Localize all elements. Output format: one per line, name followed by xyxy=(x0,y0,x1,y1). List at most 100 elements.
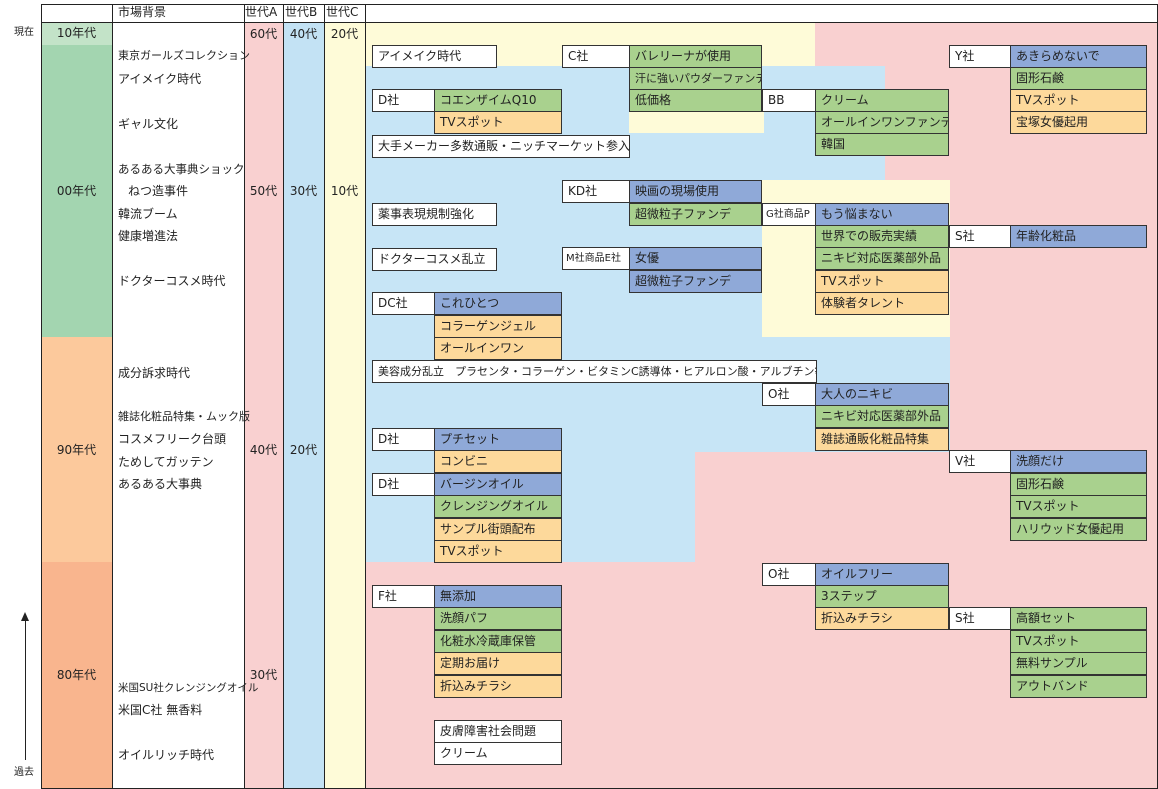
company-dc-item: コラーゲンジェル xyxy=(434,315,562,338)
company-dc-item: これひとつ xyxy=(434,292,562,315)
company-y-item: TVスポット xyxy=(1010,89,1147,112)
market-item: あるある大事典 xyxy=(118,477,203,491)
company-y-item: 宝塚女優起用 xyxy=(1010,111,1147,134)
axis-past: 過去 xyxy=(14,767,34,778)
company-bb-item: 韓国 xyxy=(815,133,949,156)
company-f-item: 折込みチラシ xyxy=(434,675,562,698)
trend-seibun: 美容成分乱立 プラセンタ・コラーゲン・ビタミンC誘導体・ヒアルロン酸・アルブチン… xyxy=(372,360,817,383)
company-c-item: バレリーナが使用 xyxy=(629,45,762,68)
era-90s: 90年代 xyxy=(56,443,97,457)
market-item: 雑誌化粧品特集・ムック版 xyxy=(118,410,250,423)
gen-c-10: 10代 xyxy=(330,184,359,198)
company-m-item: 女優 xyxy=(629,247,762,270)
market-item: ドクターコスメ時代 xyxy=(118,274,226,288)
company-o1-item: ニキビ対応医薬部外品 xyxy=(815,405,949,428)
company-v-item: 固形石鹸 xyxy=(1010,473,1147,496)
company-d3-item: TVスポット xyxy=(434,540,562,563)
company-y-item: あきらめないで xyxy=(1010,45,1147,68)
trend-doctor: ドクターコスメ乱立 xyxy=(372,248,497,271)
company-bb-item: クリーム xyxy=(815,89,949,112)
era-band-10s xyxy=(41,22,112,45)
company-d1-item: TVスポット xyxy=(434,111,562,134)
company-c-item: 低価格 xyxy=(629,89,762,112)
company-kd-item: 超微粒子ファンデ xyxy=(629,203,762,226)
time-arrow xyxy=(25,618,26,760)
company-s2-label: S社 xyxy=(949,607,1011,630)
gen-c-20: 20代 xyxy=(330,27,359,41)
line-0 xyxy=(41,4,42,789)
trend-yakuji: 薬事表現規制強化 xyxy=(372,203,497,226)
axis-now: 現在 xyxy=(14,27,34,38)
company-o1-item: 雑誌通販化粧品特集 xyxy=(815,428,949,451)
market-item: あるある大事典ショック xyxy=(118,162,245,176)
gen-b-40: 40代 xyxy=(289,27,318,41)
line-2 xyxy=(244,4,245,789)
market-item: 成分訴求時代 xyxy=(118,366,191,380)
company-o1-item: 大人のニキビ xyxy=(815,383,949,406)
gen-a-30: 30代 xyxy=(249,668,278,682)
company-f-item: 洗顔パフ xyxy=(434,607,562,630)
market-item: アイメイク時代 xyxy=(118,72,202,86)
skin-issue-item: 皮膚障害社会問題 xyxy=(434,720,562,743)
company-o2-label: O社 xyxy=(762,563,816,586)
market-item: ためしてガッテン xyxy=(118,455,214,469)
gen-c-band xyxy=(324,22,365,788)
era-00s: 00年代 xyxy=(56,184,97,198)
company-f-label: F社 xyxy=(372,585,435,608)
company-v-item: TVスポット xyxy=(1010,495,1147,518)
header-market: 市場背景 xyxy=(118,5,167,19)
market-item: 米国C社 無香料 xyxy=(118,703,203,717)
gen-a-band xyxy=(244,22,283,788)
line-1 xyxy=(112,4,113,789)
era-band-00s xyxy=(41,45,112,337)
company-s2-item: 高額セット xyxy=(1010,607,1147,630)
header-gen-b: 世代B xyxy=(285,5,318,19)
header-border xyxy=(41,22,1158,23)
era-band-90s xyxy=(41,337,112,562)
company-dc-label: DC社 xyxy=(372,292,435,315)
company-g-item: 体験者タレント xyxy=(815,292,949,315)
company-d1-item: コエンザイムQ10 xyxy=(434,89,562,112)
line-4 xyxy=(324,4,325,789)
company-o2-item: 折込みチラシ xyxy=(815,607,949,630)
market-item: ギャル文化 xyxy=(118,117,179,131)
line-3 xyxy=(283,4,284,789)
company-f-item: 化粧水冷蔵庫保管 xyxy=(434,630,562,653)
company-g-item: もう悩まない xyxy=(815,203,949,226)
market-item: オイルリッチ時代 xyxy=(118,748,215,762)
company-bb-item: オールインワンファンデ xyxy=(815,111,949,134)
company-d3-item: サンプル街頭配布 xyxy=(434,518,562,541)
line-5 xyxy=(365,4,366,789)
era-10s: 10年代 xyxy=(56,26,97,40)
company-s2-item: アウトバンド xyxy=(1010,675,1147,698)
company-o2-item: オイルフリー xyxy=(815,563,949,586)
company-kd-label: KD社 xyxy=(562,180,630,203)
company-d3-label: D社 xyxy=(372,473,435,496)
company-v-label: V社 xyxy=(949,450,1011,473)
market-item: ねつ造事件 xyxy=(128,184,189,198)
company-s2-item: 無料サンプル xyxy=(1010,652,1147,675)
company-y-item: 固形石鹸 xyxy=(1010,67,1147,90)
company-d2-item: プチセット xyxy=(434,428,562,451)
company-s1-label: S社 xyxy=(949,225,1011,248)
company-d3-item: バージンオイル xyxy=(434,473,562,496)
company-g-item: ニキビ対応医薬部外品 xyxy=(815,247,949,270)
gen-a-40: 40代 xyxy=(249,443,278,457)
skin-issue-item: クリーム xyxy=(434,742,562,765)
header-gen-a: 世代A xyxy=(245,5,278,19)
company-o2-item: 3ステップ xyxy=(815,585,949,608)
company-kd-item: 映画の現場使用 xyxy=(629,180,762,203)
company-d3-item: クレンジングオイル xyxy=(434,495,562,518)
company-v-item: ハリウッド女優起用 xyxy=(1010,518,1147,541)
trend-big-maker: 大手メーカー多数通販・ニッチマーケット参入 xyxy=(372,135,630,158)
company-g-label: G社商品P xyxy=(762,203,816,226)
company-d2-label: D社 xyxy=(372,428,435,451)
company-bb-label: BB xyxy=(762,89,816,112)
company-m-label: M社商品E社 xyxy=(562,247,630,270)
market-item: 米国SU社クレンジングオイル xyxy=(118,682,259,694)
company-y-label: Y社 xyxy=(949,45,1011,68)
company-f-item: 定期お届け xyxy=(434,652,562,675)
header-gen-c: 世代C xyxy=(326,5,359,19)
company-m-item: 超微粒子ファンデ xyxy=(629,270,762,293)
top-border xyxy=(41,4,1158,5)
